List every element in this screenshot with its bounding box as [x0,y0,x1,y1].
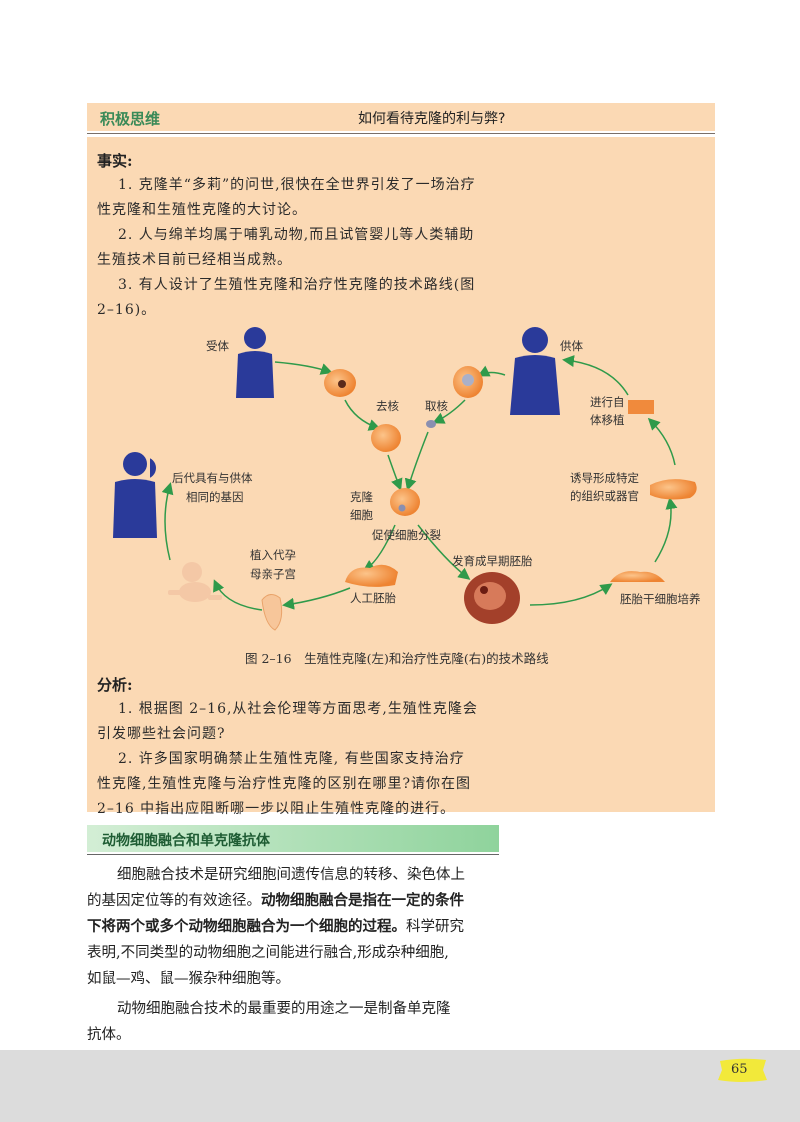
body-p1-line-1: 细胞融合技术是研究细胞间遗传信息的转移、染色体上 [117,867,465,883]
enucleated-egg [371,424,401,452]
arrow-womb-to-baby [213,579,263,611]
offspring-silhouette [113,452,157,538]
arrow-clone-to-early-embryo [417,524,471,580]
arrow-transplant-to-donor [562,355,629,396]
body-p1-line-5: 如鼠—鸡、鼠—猴杂种细胞等。 [87,971,290,987]
label-artificial-embryo: 人工胚胎 [350,591,396,605]
box-header [87,103,715,131]
label-induce-1: 诱导形成特定 [570,471,639,485]
body-p1-line-2: 的基因定位等的有效途径。动物细胞融合是指在一定的条件 [87,893,464,909]
early-embryo [464,572,520,624]
body-p1-line-4: 表明,不同类型的动物细胞之间能进行融合,形成杂种细胞, [87,945,449,961]
label-offspring-2: 相同的基因 [186,490,244,504]
arrow-cell-to-nucleus [432,399,466,424]
section-rule [87,854,499,855]
figure-caption: 图 2–16 生殖性克隆(左)和治疗性克隆(右)的技术路线 [245,651,549,666]
stem-cell-culture [610,571,665,582]
cloning-diagram: 受体 供体 去核 取核 后代具有与供体 相同的基因 克隆 细胞 促使细胞分裂 植… [150,327,701,631]
arrow-enucleated-to-clone [387,454,403,491]
question-2-line-3: 2–16 中指出应阻断哪一步以阻止生殖性克隆的进行。 [97,801,456,817]
baby [168,562,222,602]
label-offspring-1: 后代具有与供体 [172,471,253,485]
label-recipient: 受体 [206,339,229,353]
arrow-donor-to-cell [477,365,506,377]
fact-1-line-1: 1. 克隆羊“多莉”的问世,很快在全世界引发了一场治疗 [118,177,476,193]
fact-2-line-1: 2. 人与绵羊均属于哺乳动物,而且试管婴儿等人类辅助 [118,227,475,243]
box-header-rule [87,133,715,134]
label-implant-1: 植入代孕 [250,548,296,562]
box-label: 积极思维 [100,110,161,128]
label-clone-cell-1: 克隆 [350,490,373,504]
offspring-figure [150,458,156,478]
page-number-badge [718,1058,767,1082]
arrow-artificial-to-womb [282,587,351,610]
label-promote-division: 促使细胞分裂 [372,528,441,542]
fact-3-line-1: 3. 有人设计了生殖性克隆和治疗性克隆的技术路线(图 [118,277,476,293]
arrow-egg-to-enucleated [344,399,381,431]
fact-1-line-2: 性克隆和生殖性克隆的大讨论。 [97,202,307,218]
label-transplant-2: 体移植 [590,413,625,427]
clone-cell [390,488,420,516]
question-1-line-2: 引发哪些社会问题? [97,726,226,742]
question-2-line-1: 2. 许多国家明确禁止生殖性克隆, 有些国家支持治疗 [118,751,465,767]
label-induce-2: 的组织或器官 [570,489,639,503]
arrow-culture-to-organ [654,497,678,563]
body-p2-line-2: 抗体。 [87,1027,131,1043]
question-1-line-1: 1. 根据图 2–16,从社会伦理等方面思考,生殖性克隆会 [118,701,478,717]
box-body [87,137,715,812]
artificial-embryo [345,564,398,587]
label-enucleate: 去核 [376,399,399,413]
extracted-nucleus [426,420,436,428]
arrow-organ-to-transplant [647,417,676,466]
label-stem-cell-culture: 胚胎干细胞培养 [620,592,701,606]
body-p1-line-3: 下将两个或多个动物细胞融合为一个细胞的过程。科学研究 [87,919,464,935]
arrow-nucleus-to-clone [404,431,429,491]
fact-3-line-2: 2–16)。 [97,302,157,318]
arrow-recipient-to-egg [274,361,333,375]
label-extract-nucleus: 取核 [425,399,448,413]
arrow-baby-to-offspring [161,482,174,561]
label-donor: 供体 [560,339,583,353]
arrow-embryo-to-culture [529,583,613,606]
donor-figure [510,327,560,415]
recipient-figure [236,327,274,398]
transplant-block [628,400,654,414]
section-title: 动物细胞融合和单克隆抗体 [102,833,270,849]
section-bar [87,825,499,852]
question-2-line-2: 性克隆,生殖性克隆与治疗性克隆的区别在哪里?请你在图 [97,776,471,792]
label-implant-2: 母亲子宫 [250,567,296,581]
body-p2-line-1: 动物细胞融合技术的最重要的用途之一是制备单克隆 [117,1001,451,1017]
tissue-organ [650,479,697,500]
label-clone-cell-2: 细胞 [350,508,373,522]
label-early-embryo: 发育成早期胚胎 [452,554,533,568]
label-transplant-1: 进行自 [590,395,625,409]
page-number: 65 [731,1062,748,1077]
facts-heading: 事实: [97,152,133,170]
fact-2-line-2: 生殖技术目前已经相当成熟。 [97,252,292,268]
surrogate-womb [261,594,283,631]
box-title: 如何看待克隆的利与弊? [358,111,506,127]
analysis-heading: 分析: [97,676,133,694]
page-footer [0,1050,800,1122]
